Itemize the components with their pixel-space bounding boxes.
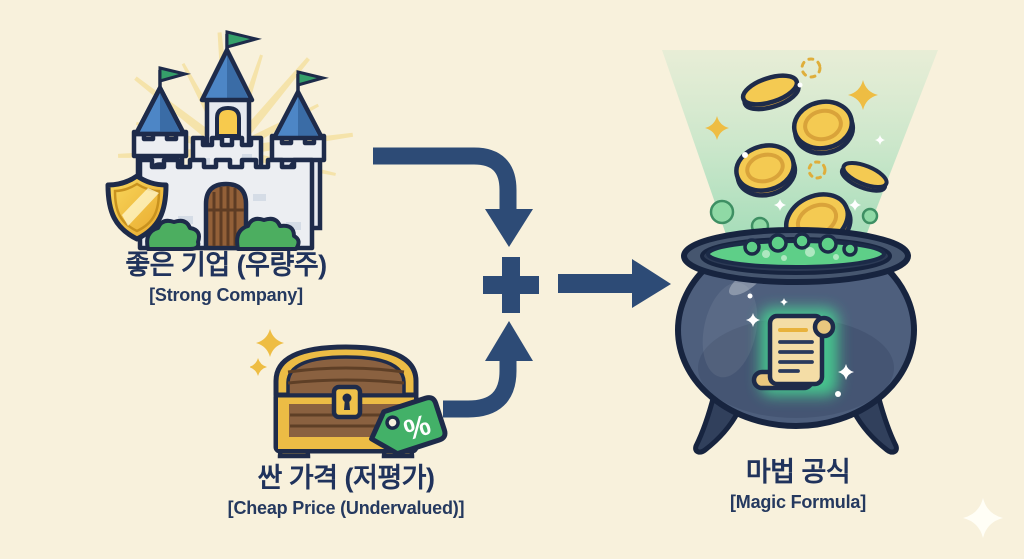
chest-lock [331,384,363,420]
castle-window [215,105,241,138]
arrow-plus-to-cauldron [558,259,671,308]
gold-sparkle-icon [705,80,878,140]
white-sparkle-icon [742,82,885,211]
cauldron-icon [662,50,938,455]
discount-tag-icon: % [369,395,448,457]
bushes [145,216,301,251]
white-sparkle-icon [746,293,854,397]
chest-lid [273,344,419,398]
flag-icon [225,30,262,49]
white-sparkle-icon [963,498,1003,538]
arrow-chest-to-plus [443,321,533,418]
cauldron-rim [681,227,911,285]
flag-icon [296,70,329,87]
flag-icon [158,66,191,83]
burst-sparkle-icon [800,57,827,180]
scroll-icon [746,293,854,397]
castle-gate [203,181,249,251]
arrow-castle-to-plus [373,147,533,247]
plus-icon [483,257,539,313]
castle-icon [105,30,354,251]
gold-sparkle-icon [250,329,284,376]
shield-icon [105,173,169,242]
treasure-chest-icon: % [250,329,448,459]
